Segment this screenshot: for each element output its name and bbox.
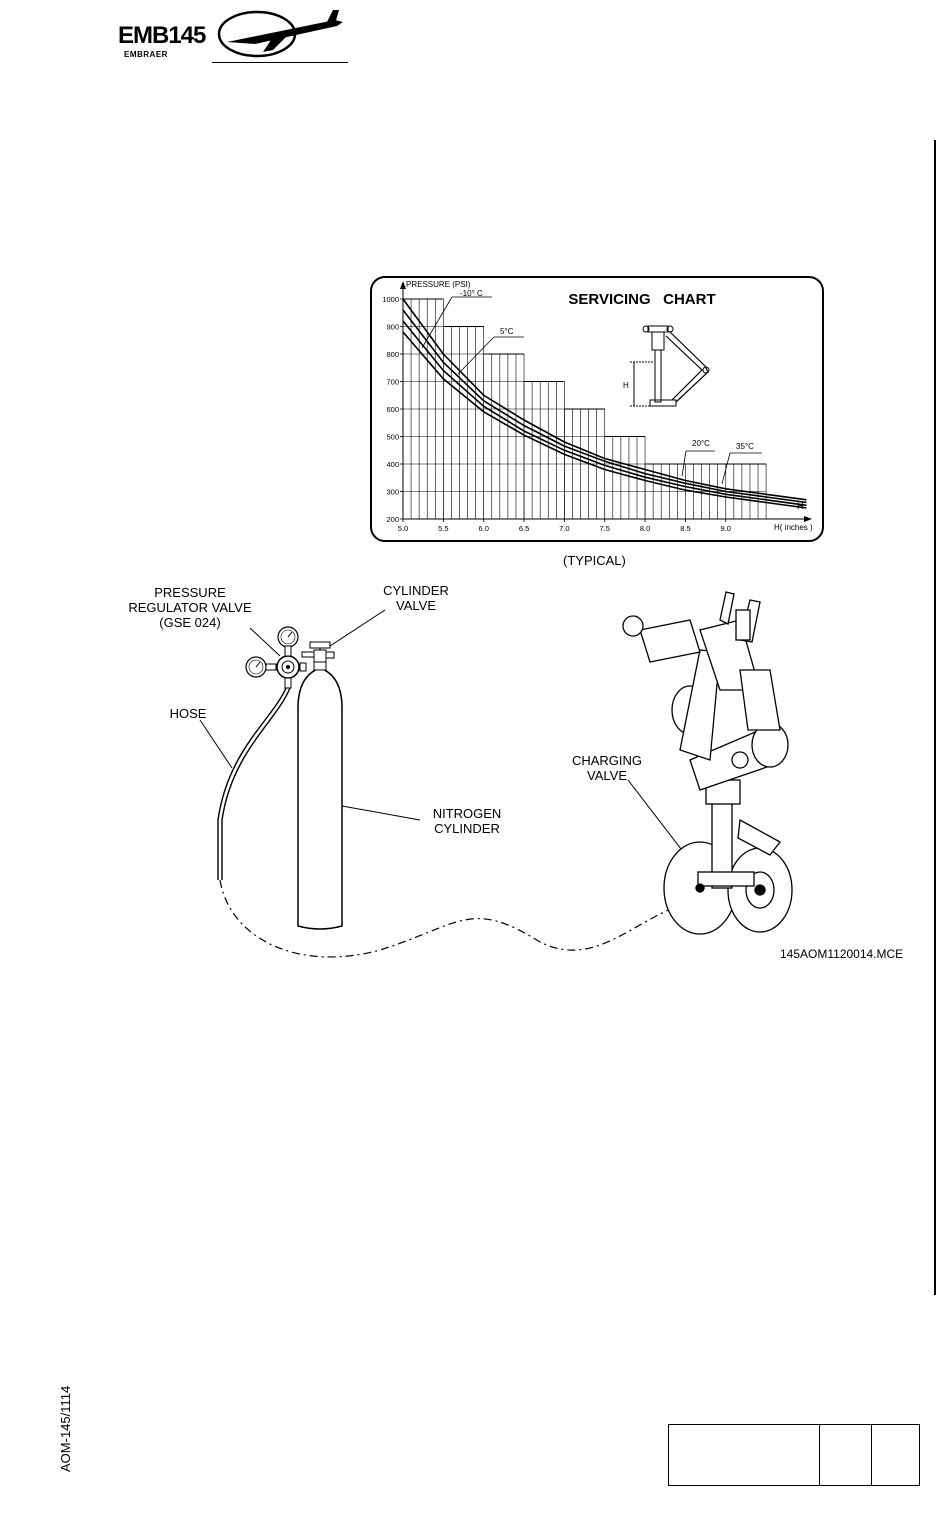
y-axis-label: PRESSURE (PSI) [406,280,471,289]
logo-text: EMB145 [118,22,205,50]
curve-end-label: H [797,501,804,511]
x-tick-label: 7.5 [600,524,610,533]
y-tick-label: 200 [386,515,399,524]
cylinder-valve-icon [302,642,334,662]
figure-id: 145AOM1120014.MCE [780,947,903,961]
pressure-regulator-icon [246,627,306,688]
hose-label: HOSE [160,706,216,721]
y-tick-label: 700 [386,378,399,387]
x-tick-label: 9.0 [721,524,731,533]
charging-valve-label: CHARGING VALVE [552,753,662,783]
y-tick-label: 500 [386,433,399,442]
page-box-cell-3 [872,1425,919,1485]
hose-dashed-path [220,880,700,957]
x-tick-label: 8.5 [680,524,690,533]
page-box-cell-2 [820,1425,872,1485]
temp-label-5: 5°C [500,327,514,336]
page-box-cell-1 [669,1425,820,1485]
hose-line [218,688,286,880]
y-tick-label: 800 [386,350,399,359]
temp-label-minus10: -10° C [460,289,483,298]
y-tick-label: 1000 [382,295,399,304]
y-tick-label: 900 [386,323,399,332]
y-tick-label: 400 [386,460,399,469]
page-id-box [668,1424,920,1486]
x-tick-label: 8.0 [640,524,650,533]
pressure-regulator-label: PRESSURE REGULATOR VALVE (GSE 024) [120,585,260,630]
temp-label-35: 35°C [736,442,754,451]
nitrogen-servicing-illustration [0,580,950,980]
header-rule [212,62,348,63]
x-tick-label: 5.0 [398,524,408,533]
x-tick-label: 5.5 [438,524,448,533]
nitrogen-cylinder-label: NITROGEN CYLINDER [412,806,522,836]
cylinder-valve-label: CYLINDER VALVE [366,583,466,613]
logo-subtext: EMBRAER [124,50,168,59]
x-tick-label: 7.0 [559,524,569,533]
temp-label-20: 20°C [692,439,710,448]
chart-caption: (TYPICAL) [563,553,626,568]
airplane-logo-icon [215,8,350,60]
x-tick-label: 6.5 [519,524,529,533]
x-tick-label: 6.0 [478,524,488,533]
nitrogen-cylinder-body [298,668,342,929]
dimension-h-label: H [623,381,629,390]
doc-code: AOM-145/1114 [58,1352,73,1472]
servicing-chart: 200 300 400 500 600 700 800 900 1000 5.0 5.5 6.0 6.5… [370,276,824,542]
x-axis-label: H( inches ) [774,523,813,532]
chart-title: SERVICING CHART [568,291,715,308]
y-tick-label: 300 [386,488,399,497]
y-tick-label: 600 [386,405,399,414]
